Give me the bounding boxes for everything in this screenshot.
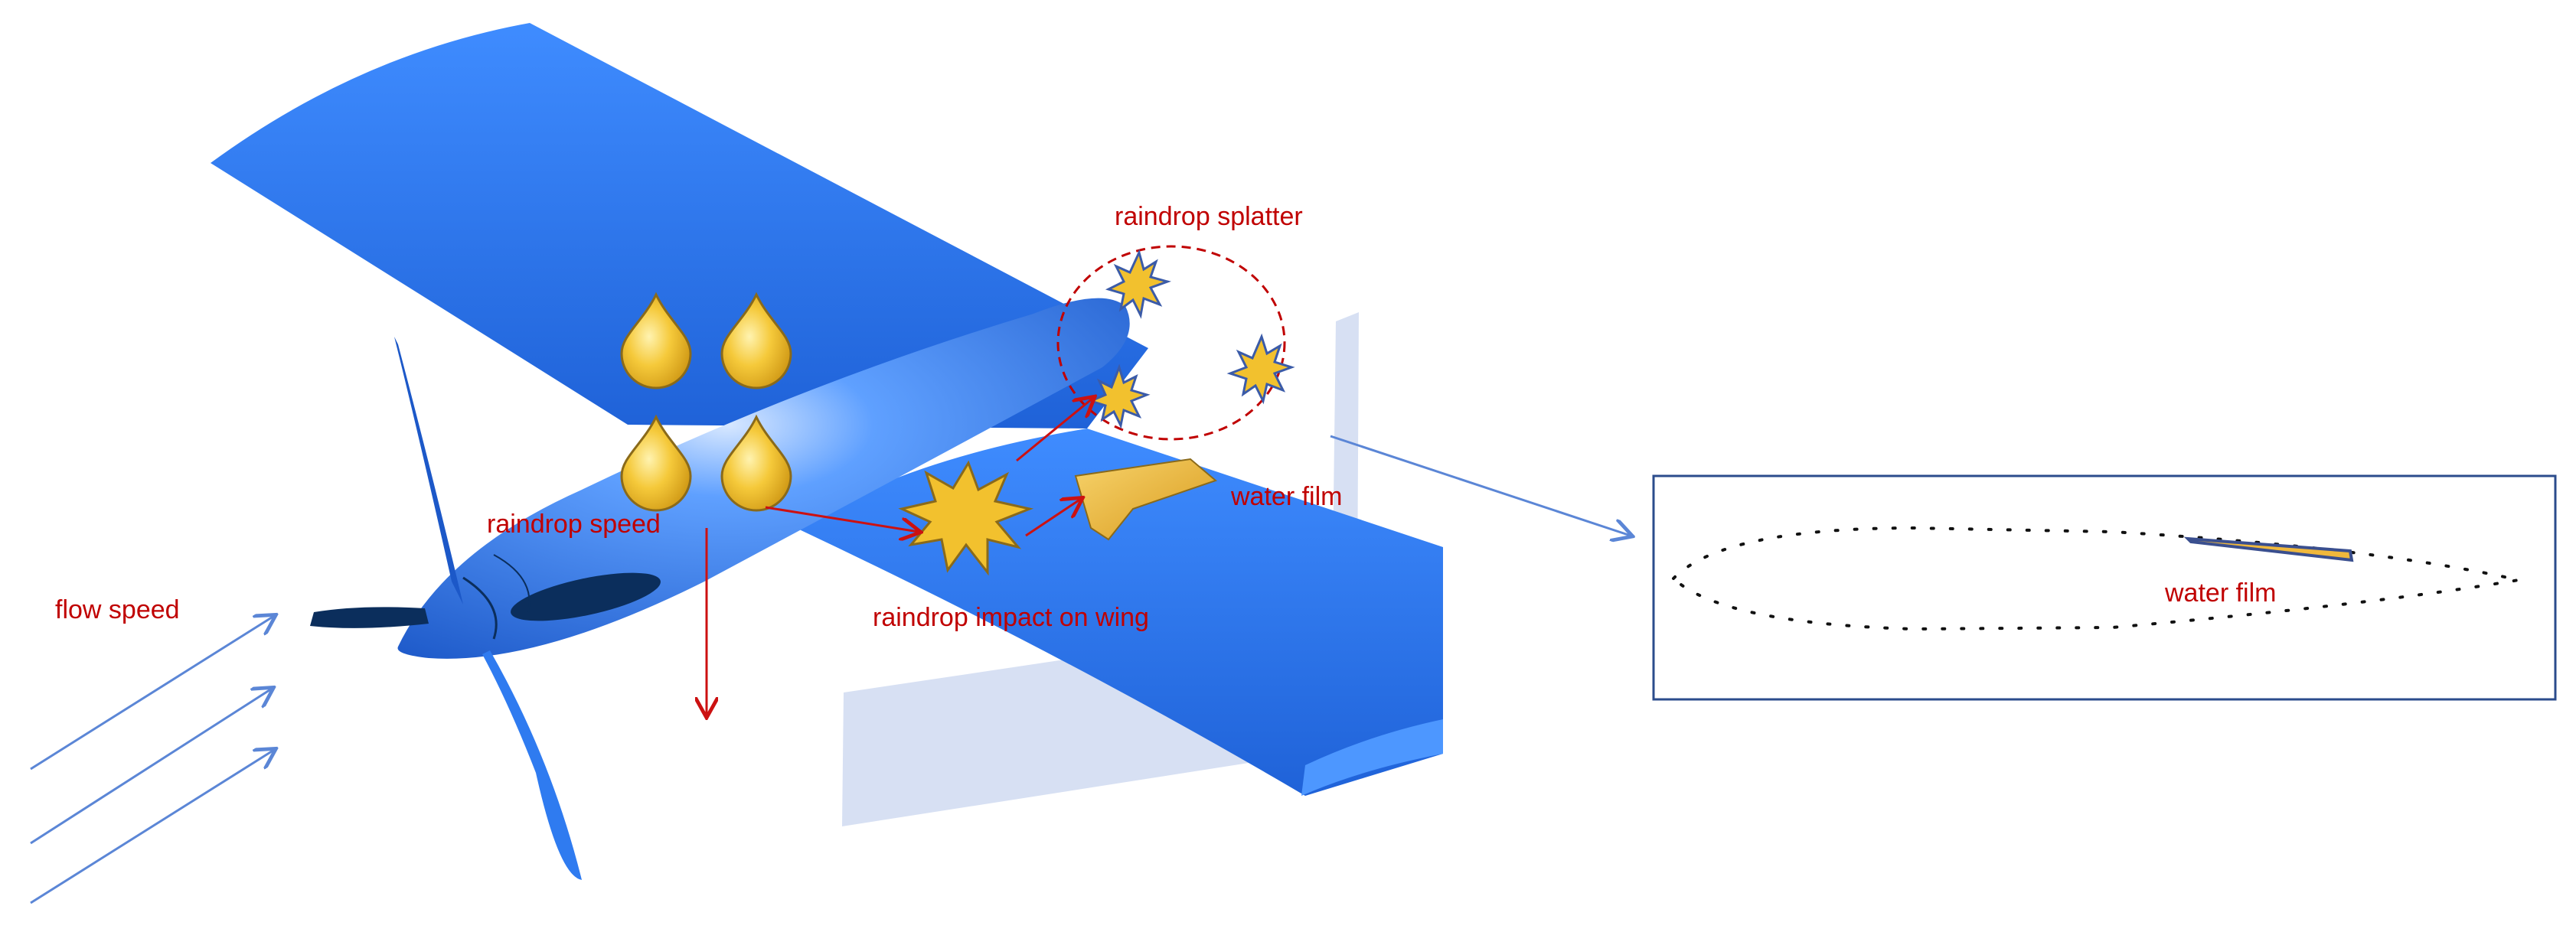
splatter-burst-icon bbox=[1105, 249, 1171, 319]
droplet-icon bbox=[720, 292, 792, 389]
flow-arrow bbox=[30, 689, 272, 845]
droplet-icon bbox=[620, 414, 692, 512]
droplet-icon bbox=[620, 292, 692, 389]
droplet-icon bbox=[720, 414, 792, 512]
raindrop-impact-label: raindrop impact on wing bbox=[873, 603, 1149, 632]
left-wing bbox=[211, 23, 1148, 429]
raindrop-splatter-label: raindrop splatter bbox=[1115, 202, 1303, 231]
propeller-blade-top bbox=[394, 337, 463, 604]
water-film-inset-label: water film bbox=[2165, 578, 2277, 608]
raindrop-to-impact-arrow bbox=[765, 506, 919, 532]
flow-arrow bbox=[30, 750, 274, 904]
water-film-wing-label: water film bbox=[1231, 482, 1343, 511]
propeller-blade-left bbox=[310, 607, 429, 628]
impact-burst-icon bbox=[898, 460, 1034, 576]
right-wing-leading-edge bbox=[1301, 719, 1443, 796]
propeller-blade-bottom bbox=[482, 650, 582, 880]
cockpit-window bbox=[511, 572, 661, 621]
splatter-burst-icon bbox=[1226, 333, 1295, 405]
splatter-burst-icon bbox=[1087, 363, 1151, 429]
airfoil-inset-frame bbox=[1652, 474, 2557, 701]
nose-ring bbox=[462, 576, 498, 640]
water-film-patch-icon bbox=[1074, 458, 1217, 541]
raindrop-speed-label: raindrop speed bbox=[487, 510, 661, 539]
impact-to-film-arrow bbox=[1025, 499, 1081, 537]
impact-to-splatter-arrow bbox=[1016, 398, 1093, 462]
section-to-inset-arrow bbox=[1330, 435, 1631, 536]
nose-ring-2 bbox=[493, 554, 531, 613]
flow-speed-label: flow speed bbox=[55, 595, 180, 624]
inset-water-film bbox=[2183, 536, 2354, 562]
flow-arrow bbox=[30, 616, 274, 771]
splatter-zone bbox=[1056, 245, 1286, 441]
